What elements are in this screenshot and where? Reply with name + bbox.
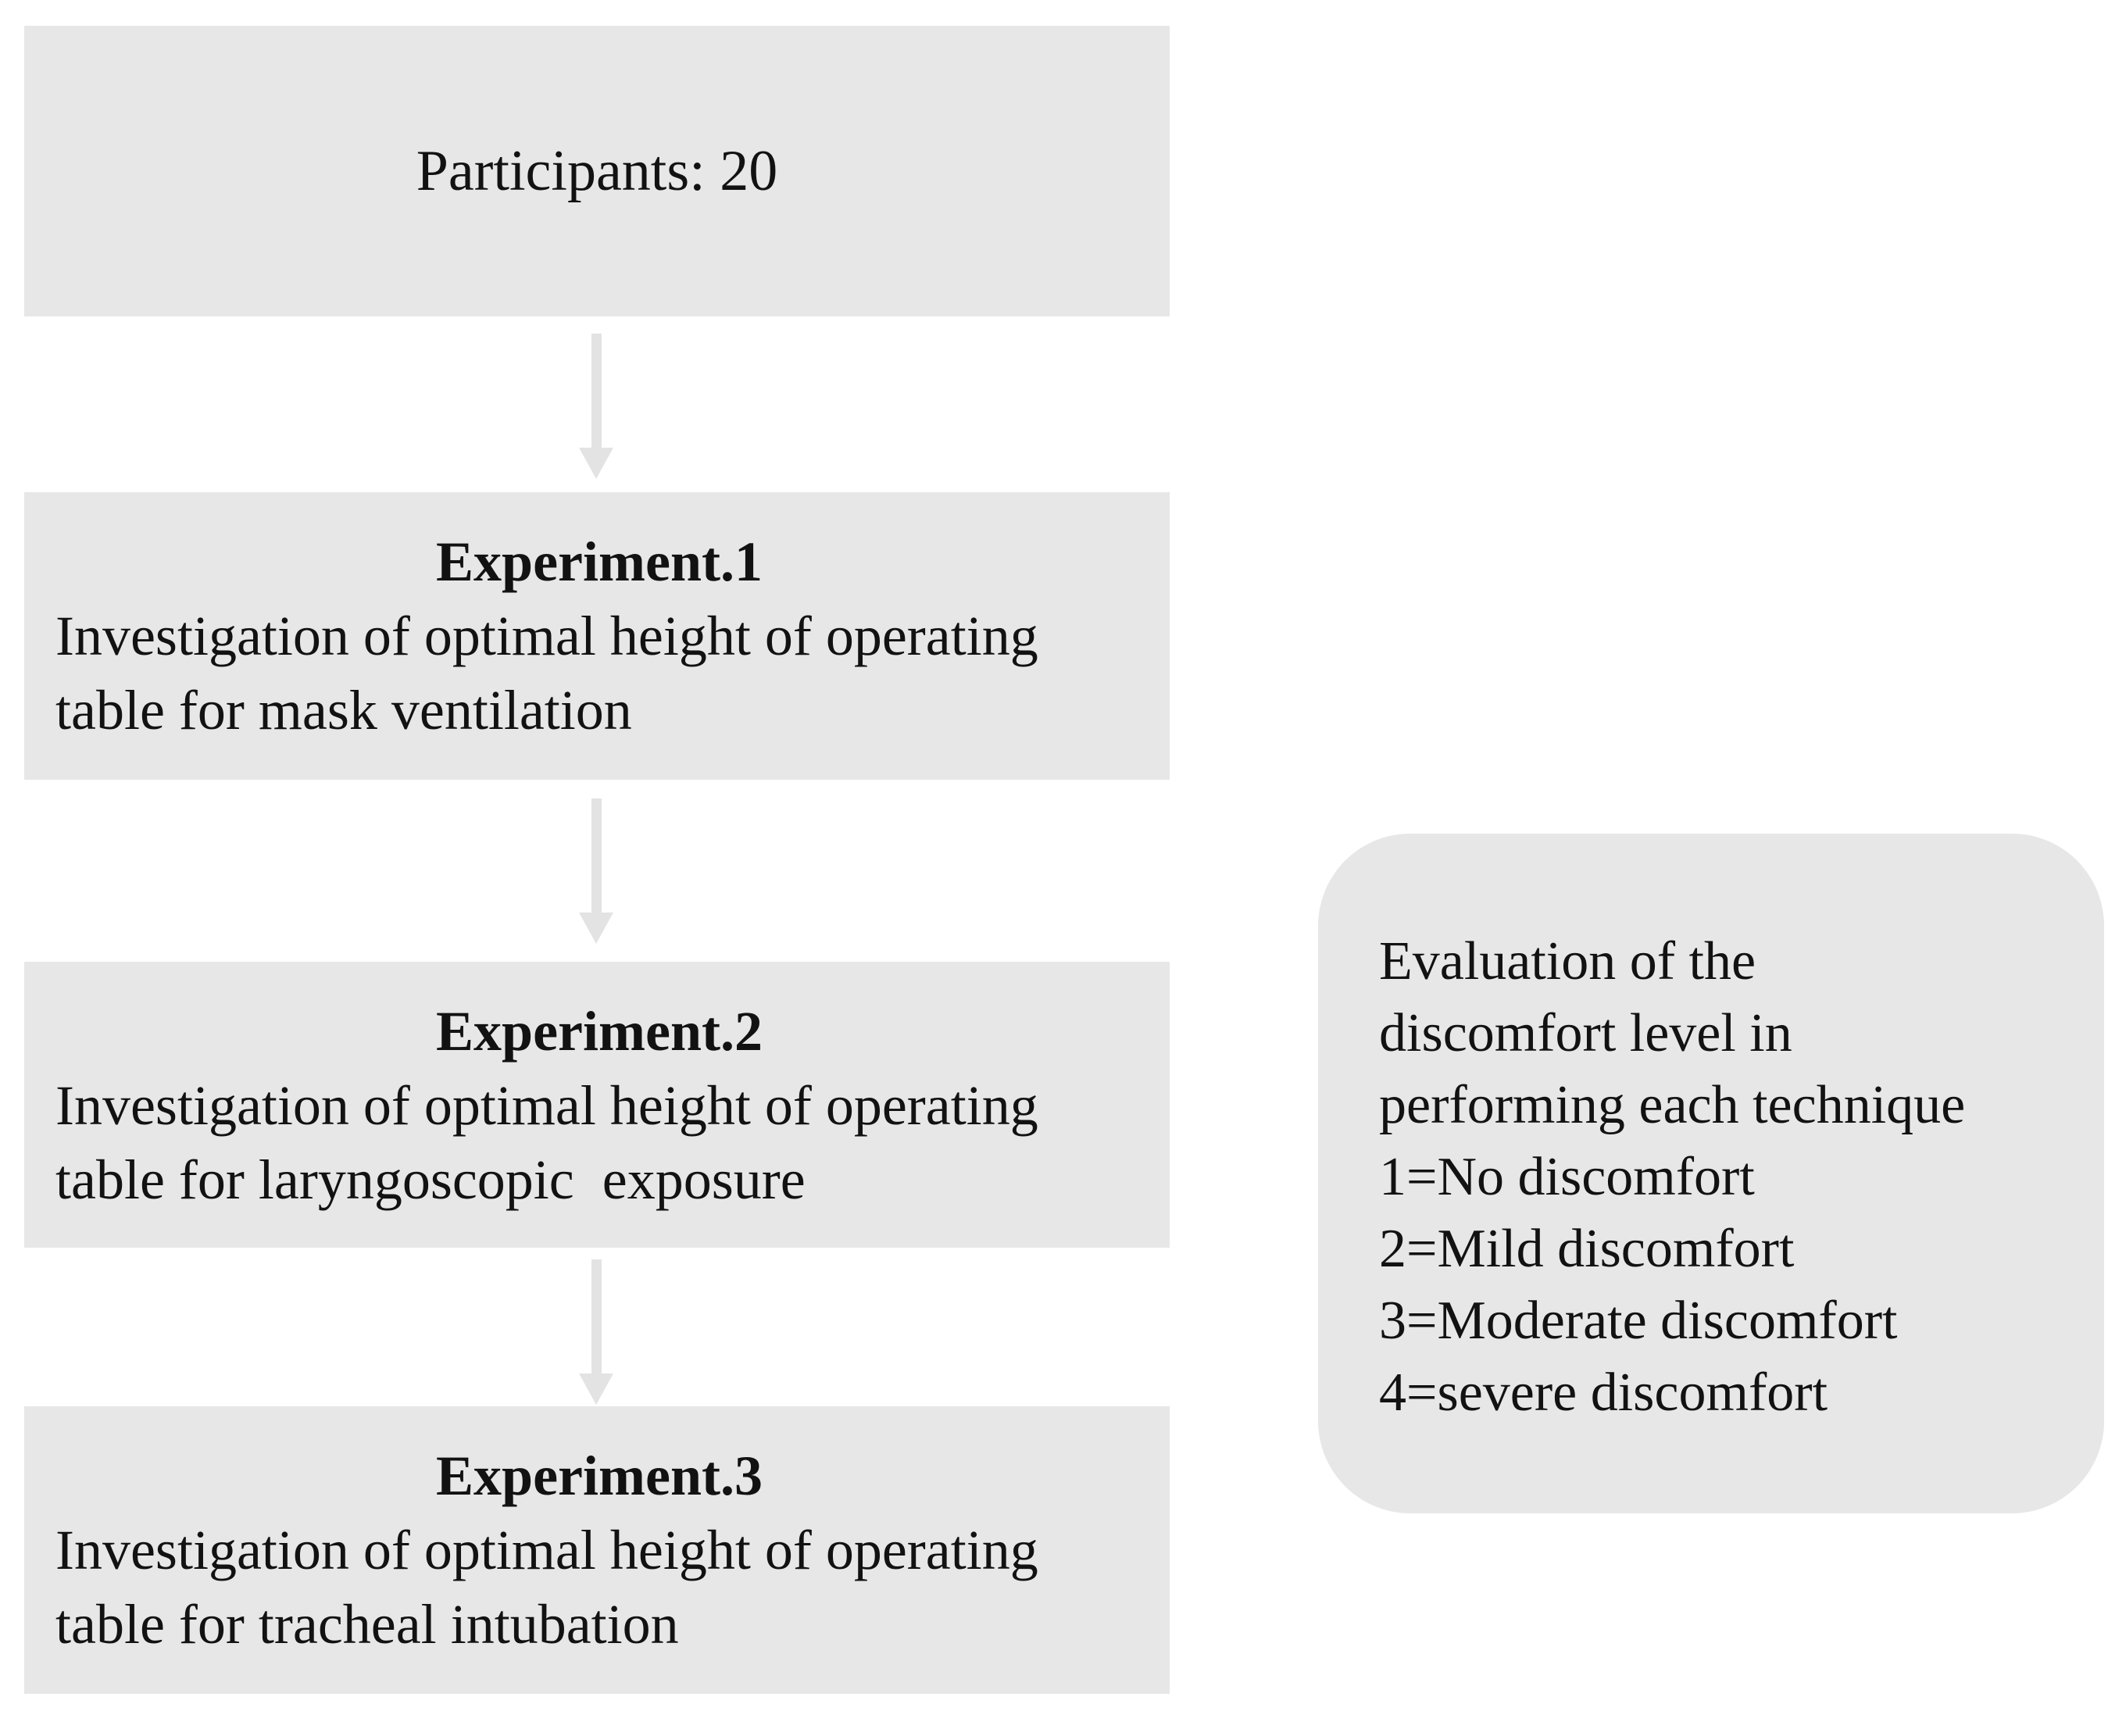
arrow-shaft: [591, 798, 602, 913]
note-line-1: Evaluation of the: [1379, 931, 1756, 991]
arrow-head: [579, 913, 613, 944]
note-line-5: 2=Mild discomfort: [1379, 1219, 1795, 1279]
note-line-3: performing each technique: [1379, 1075, 1966, 1135]
arrow-head: [579, 448, 613, 479]
experiment-3-description-line-2: table for tracheal intubation: [55, 1593, 679, 1656]
down-arrow-icon: [579, 1259, 613, 1405]
experiment-2-box: Experiment.2 Investigation of optimal he…: [24, 962, 1170, 1248]
experiment-1-description-line-2: table for mask ventilation: [55, 679, 632, 741]
arrow-shaft: [591, 1259, 602, 1373]
experiment-2-description-line-1: Investigation of optimal height of opera…: [55, 1074, 1038, 1137]
experiment-1-title: Experiment.1: [436, 530, 763, 593]
participants-label: Participants: 20: [416, 138, 778, 203]
experiment-3-title: Experiment.3: [436, 1445, 763, 1507]
experiment-1-box: Experiment.1 Investigation of optimal he…: [24, 492, 1170, 780]
arrow-shaft: [591, 334, 602, 448]
note-line-7: 4=severe discomfort: [1379, 1363, 1828, 1423]
note-line-6: 3=Moderate discomfort: [1379, 1291, 1898, 1351]
participants-box: Participants: 20: [24, 26, 1170, 316]
experiment-2-description-line-2: table for laryngoscopic exposure: [55, 1148, 806, 1211]
experiment-2-title: Experiment.2: [436, 1000, 763, 1063]
down-arrow-icon: [579, 334, 613, 479]
down-arrow-icon: [579, 798, 613, 944]
note-line-2: discomfort level in: [1379, 1003, 1792, 1063]
experiment-1-description-line-1: Investigation of optimal height of opera…: [55, 605, 1038, 667]
experiment-3-description-line-1: Investigation of optimal height of opera…: [55, 1519, 1038, 1581]
arrow-head: [579, 1373, 613, 1405]
note-line-4: 1=No discomfort: [1379, 1147, 1755, 1207]
experiment-3-box: Experiment.3 Investigation of optimal he…: [24, 1406, 1170, 1694]
discomfort-scale-note-box: Evaluation of the discomfort level in pe…: [1318, 834, 2104, 1513]
